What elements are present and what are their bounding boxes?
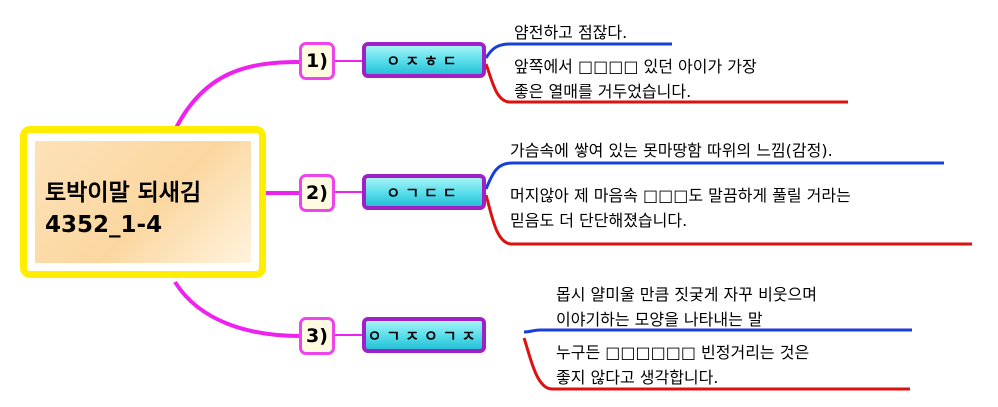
central-topic-box: 토박이말 되새김 4352_1-4	[20, 126, 266, 278]
branch-definition-2: 가슴속에 쌓여 있는 못마땅함 따위의 느낌(감정).	[510, 141, 833, 160]
branch-number-3: 3)	[299, 317, 335, 355]
branch-example-3: 누구든 □□□□□□ 빈정거리는 것은 좋지 않다고 생각합니다.	[556, 343, 810, 387]
branch-curve-3	[173, 280, 301, 338]
definition-line-3	[523, 328, 912, 334]
example-line-2	[484, 194, 972, 246]
branch-example-1: 앞쪽에서 □□□□ 있던 아이가 가장 좋은 열매를 거두었습니다.	[514, 57, 757, 101]
definition-line-2	[484, 161, 944, 190]
example-line-1	[484, 63, 848, 104]
branch-keyword-2: ㅇㄱㄷㄷ	[362, 174, 486, 210]
central-topic-fill	[35, 141, 251, 263]
branch-number-1: 1)	[299, 42, 335, 80]
example-line-3	[522, 337, 910, 391]
branch-curve-1	[173, 60, 301, 131]
branch-definition-3: 몹시 얄미울 만큼 짓궂게 자꾸 비웃으며 이야기하는 모양을 나타내는 말	[556, 285, 817, 329]
definition-line-1	[484, 42, 672, 59]
branch-keyword-1: ㅇㅈㅎㄷ	[362, 42, 486, 78]
branch-definition-1: 얌전하고 점잖다.	[514, 23, 628, 42]
central-topic-title: 토박이말 되새김 4352_1-4	[45, 180, 202, 238]
branch-keyword-3: ㅇㄱㅈㅇㄱㅈ	[362, 317, 486, 353]
branch-number-2: 2)	[299, 174, 335, 212]
branch-example-2: 머지않아 제 마음속 □□□도 말끔하게 풀릴 거라는 믿음도 더 단단해졌습니…	[510, 186, 851, 230]
